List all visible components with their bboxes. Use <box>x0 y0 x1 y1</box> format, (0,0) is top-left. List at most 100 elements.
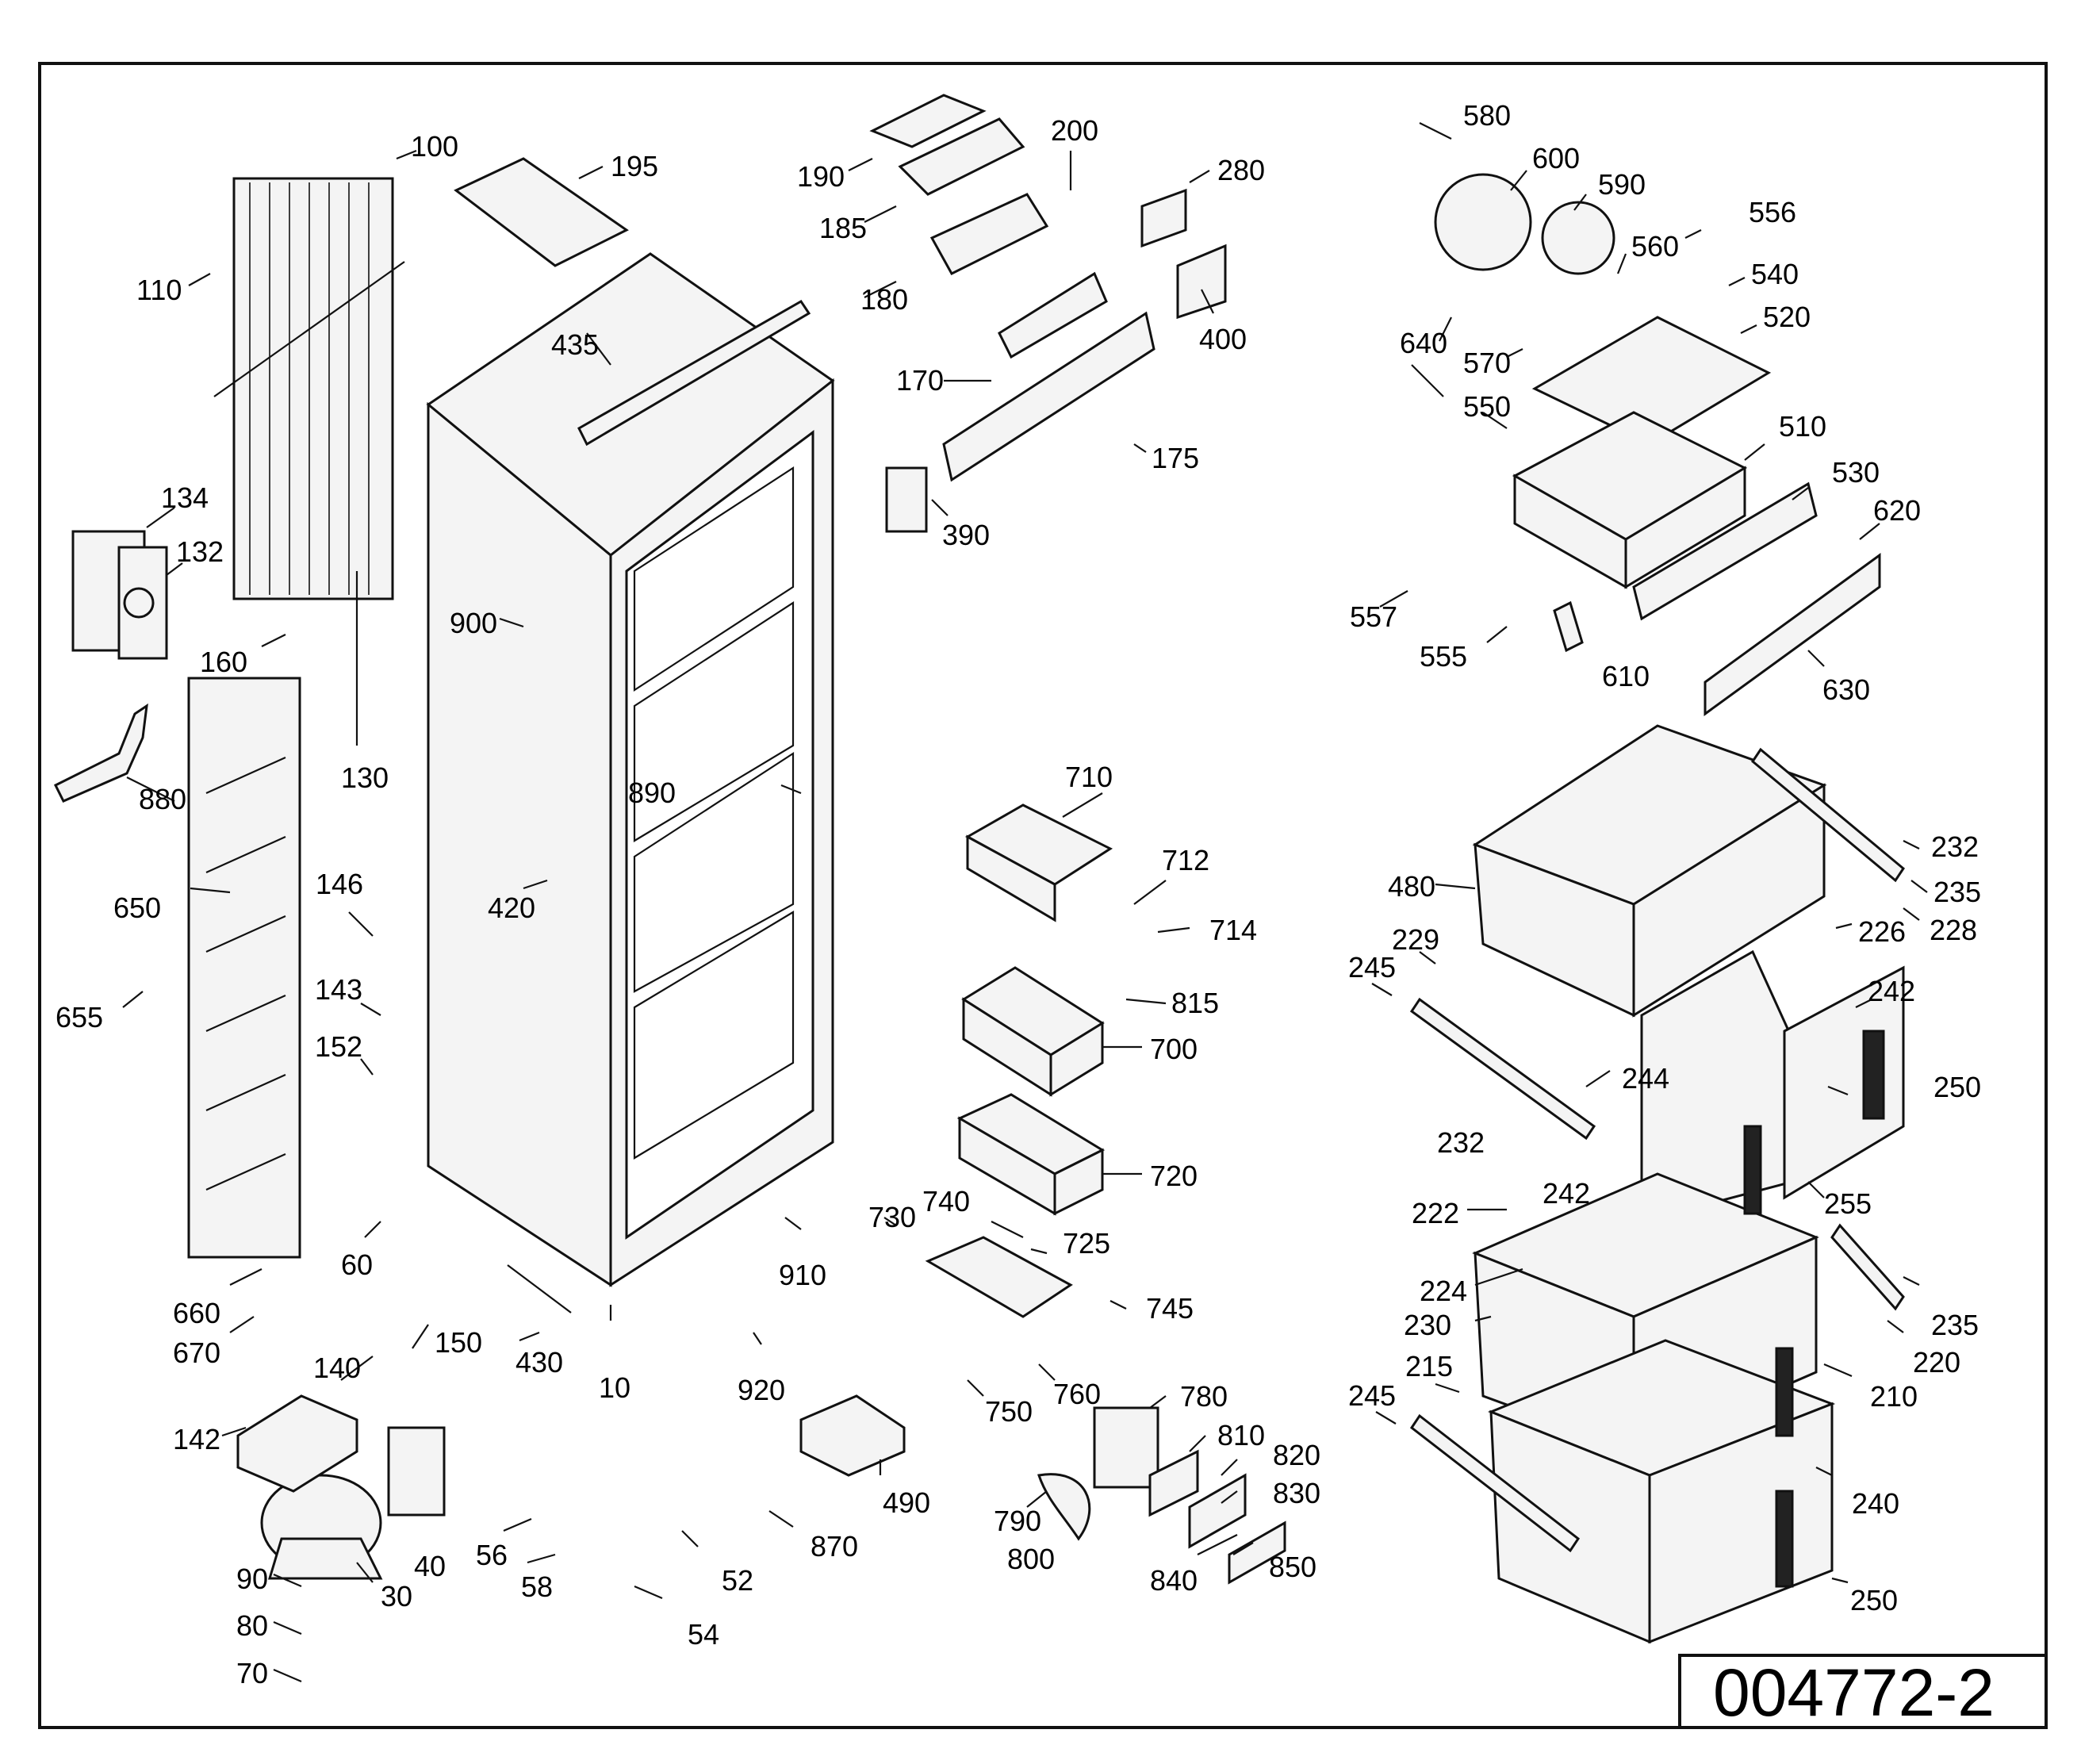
callout-245: 245 <box>1348 951 1396 984</box>
callout-226: 226 <box>1858 915 1906 948</box>
callout-870: 870 <box>811 1530 858 1563</box>
callout-714: 714 <box>1209 914 1257 946</box>
callout-30: 30 <box>381 1580 412 1613</box>
callout-880: 880 <box>139 783 186 815</box>
callout-480: 480 <box>1388 870 1435 903</box>
callout-labels: 100 110 195 190 185 180 200 280 400 170 … <box>56 99 1981 1689</box>
callout-170: 170 <box>896 364 944 397</box>
callout-242: 242 <box>1868 975 1915 1007</box>
callout-900: 900 <box>450 607 497 639</box>
callout-230: 230 <box>1404 1309 1451 1341</box>
back-plate-part <box>187 677 301 1259</box>
callout-550: 550 <box>1463 390 1511 423</box>
callout-660: 660 <box>173 1297 220 1329</box>
callout-150: 150 <box>435 1326 482 1359</box>
wrench-part <box>507 1264 572 1313</box>
callout-10: 10 <box>599 1371 630 1404</box>
drawer-lower-part <box>1488 1339 1836 1644</box>
callout-160: 160 <box>200 646 247 678</box>
callout-710: 710 <box>1065 761 1113 793</box>
document-number-box: 004772-2 <box>1678 1654 2048 1730</box>
condenser-part <box>213 177 405 600</box>
callout-640: 640 <box>1400 327 1447 359</box>
compressor-support-part <box>236 1394 358 1493</box>
callout-760: 760 <box>1053 1378 1101 1410</box>
callout-720: 720 <box>1150 1160 1198 1192</box>
callout-244: 244 <box>1622 1062 1669 1095</box>
callout-400: 400 <box>1199 323 1247 355</box>
callout-556: 556 <box>1749 196 1796 228</box>
callout-920: 920 <box>738 1374 785 1406</box>
callout-58: 58 <box>521 1570 553 1603</box>
callout-222: 222 <box>1412 1197 1459 1229</box>
callout-140: 140 <box>313 1352 361 1384</box>
callout-435: 435 <box>551 328 599 361</box>
callout-229: 229 <box>1392 923 1439 956</box>
callout-510: 510 <box>1779 410 1826 443</box>
drawer-middle-part <box>1472 949 1905 1454</box>
callout-790: 790 <box>994 1505 1041 1537</box>
hose-part <box>53 703 148 803</box>
callout-655: 655 <box>56 1001 103 1033</box>
callout-530: 530 <box>1832 456 1880 489</box>
callout-520: 520 <box>1763 301 1811 333</box>
callout-610: 610 <box>1602 660 1650 692</box>
callout-185: 185 <box>819 212 867 244</box>
callout-80: 80 <box>236 1609 268 1642</box>
callout-490: 490 <box>883 1486 930 1519</box>
callout-142: 142 <box>173 1423 220 1455</box>
callout-730: 730 <box>868 1201 916 1233</box>
callout-250: 250 <box>1850 1584 1898 1616</box>
callout-630: 630 <box>1822 673 1870 706</box>
callout-830: 830 <box>1273 1477 1320 1509</box>
control-box-part <box>869 94 1227 533</box>
callout-560: 560 <box>1631 230 1679 263</box>
callout-600: 600 <box>1532 142 1580 174</box>
ice-maker-part <box>799 803 1113 1477</box>
dispenser-assembly-part <box>1434 173 1881 716</box>
callout-200: 200 <box>1051 114 1098 147</box>
callout-210: 210 <box>1870 1380 1918 1413</box>
callout-725: 725 <box>1063 1227 1110 1260</box>
callout-175: 175 <box>1152 442 1199 474</box>
cover-part <box>454 157 629 267</box>
callout-195: 195 <box>611 150 658 182</box>
callout-152: 152 <box>315 1030 362 1063</box>
callout-40: 40 <box>414 1550 446 1582</box>
callout-700: 700 <box>1150 1033 1198 1065</box>
callout-620: 620 <box>1873 494 1921 527</box>
callout-228: 228 <box>1930 914 1977 946</box>
water-valve-part <box>71 530 168 660</box>
callout-56: 56 <box>476 1539 508 1571</box>
drawer-rails-part <box>1409 747 1905 1553</box>
callout-110: 110 <box>136 274 182 306</box>
callout-235: 235 <box>1933 876 1981 908</box>
compressor-part <box>260 1474 383 1580</box>
callout-190: 190 <box>797 160 845 193</box>
callout-890: 890 <box>628 777 676 809</box>
drawer-upper-part <box>1472 724 1827 1018</box>
callout-815: 815 <box>1171 987 1219 1019</box>
callout-670: 670 <box>173 1336 220 1369</box>
callout-850: 850 <box>1269 1551 1316 1583</box>
callout-52: 52 <box>722 1564 753 1597</box>
callout-430: 430 <box>515 1346 563 1379</box>
callout-580: 580 <box>1463 99 1511 132</box>
callout-420: 420 <box>488 892 535 924</box>
callout-712: 712 <box>1162 844 1209 876</box>
drawer-labels-part <box>1743 1030 1885 1588</box>
callout-840: 840 <box>1150 1564 1198 1597</box>
callout-245: 245 <box>1348 1379 1396 1412</box>
callout-590: 590 <box>1598 168 1646 201</box>
diagram-frame <box>38 62 2048 1729</box>
callout-100: 100 <box>411 130 458 163</box>
callout-810: 810 <box>1217 1419 1265 1451</box>
callout-232: 232 <box>1437 1126 1485 1159</box>
callout-132: 132 <box>176 535 224 568</box>
callout-70: 70 <box>236 1657 268 1689</box>
relay-box-part <box>387 1426 446 1517</box>
dispenser-lever-part <box>1037 1406 1286 1585</box>
callout-540: 540 <box>1751 258 1799 290</box>
callout-224: 224 <box>1420 1275 1467 1307</box>
callout-555: 555 <box>1420 640 1467 673</box>
